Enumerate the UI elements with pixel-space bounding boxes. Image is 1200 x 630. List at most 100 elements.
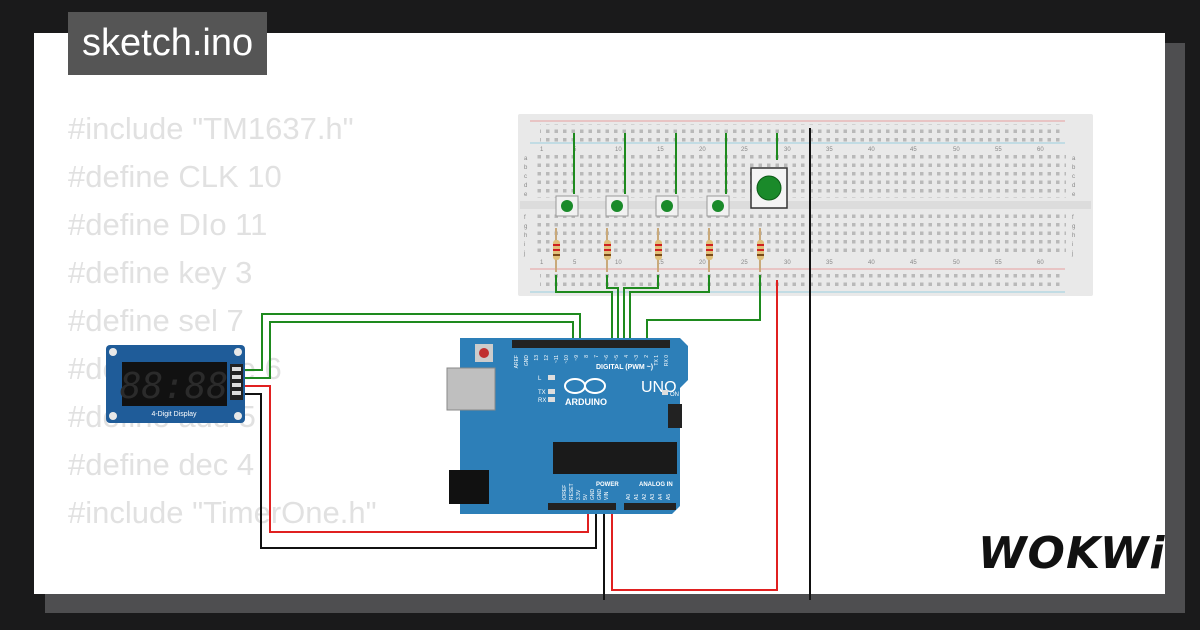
breadboard-column-number: 55 (995, 147, 1002, 153)
breadboard-row-letter: h (1072, 233, 1075, 239)
display-label: 4-Digit Display (151, 411, 197, 418)
arduino-analog-pin-label: A4 (658, 494, 664, 500)
breadboard-column-number: 45 (910, 147, 917, 153)
arduino-power-pin-label: GND (590, 489, 596, 501)
code-line: #define CLK 10 (68, 159, 282, 194)
breadboard-column-number: 55 (995, 260, 1002, 266)
breadboard-row-letter: d (1072, 183, 1075, 189)
arduino-pin-label: 2 (644, 355, 650, 358)
arduino-pin-label: GND (524, 355, 530, 367)
arduino-pin-label: 8 (584, 355, 590, 358)
wire-btn1 (555, 275, 613, 346)
arduino-pin-label: ~3 (634, 355, 640, 361)
breadboard-column-number: 40 (868, 260, 875, 266)
wokwi-logo: WOKWi (978, 528, 1166, 579)
breadboard-row-letter: i (524, 242, 525, 248)
push-button-4 (706, 195, 730, 217)
arduino-power-pin-label: VIN (604, 491, 610, 500)
push-button-1 (555, 195, 579, 217)
arduino-power-pin-label: GND (597, 489, 603, 501)
breadboard-row-letter: f (1072, 215, 1074, 221)
breadboard-row-letter: g (1072, 224, 1075, 230)
wire-5v-rail (611, 280, 778, 591)
arduino-pin-label: ~6 (604, 355, 610, 361)
breadboard-row-letter: g (524, 224, 527, 230)
code-line: #define dec 4 (68, 447, 255, 482)
breadboard-column-number: 25 (741, 260, 748, 266)
wire-btn4 (629, 275, 710, 346)
breadboard-column-number: 60 (1037, 147, 1044, 153)
code-line: #define DIo 11 (68, 207, 268, 242)
breadboard-column-number: 15 (657, 147, 664, 153)
power-label: POWER (596, 482, 619, 488)
display-digits: 88:88 (120, 366, 228, 407)
arduino-led-label: TX (538, 390, 546, 396)
code-line: #include "TM1637.h" (68, 111, 354, 146)
breadboard-row-letter: i (1072, 242, 1073, 248)
breadboard-column-number: 35 (826, 260, 833, 266)
breadboard-column-number: 20 (699, 147, 706, 153)
arduino-led (548, 375, 555, 380)
breadboard-column-number: 25 (741, 147, 748, 153)
resistors[interactable] (553, 228, 764, 272)
breadboard-row-letter: f (524, 215, 526, 221)
analog-label: ANALOG IN (639, 482, 673, 488)
arduino-pin-label: 13 (534, 355, 540, 361)
code-line: #define sel 7 (68, 303, 244, 338)
arduino-pin-label: AREF (514, 355, 520, 368)
arduino-analog-pin-label: A2 (642, 494, 648, 500)
arduino-analog-pin-label: A5 (666, 494, 672, 500)
sketch-title[interactable]: sketch.ino (68, 12, 268, 75)
arduino-brand: ARDUINO (565, 397, 607, 407)
seven-segment-display[interactable]: 88:88 4-Digit Display (106, 345, 245, 423)
breadboard-column-number: 35 (826, 147, 833, 153)
wires (243, 128, 811, 600)
code-line: #include "TimerOne.h" (68, 495, 377, 530)
arduino-analog-pin-label: A3 (650, 494, 656, 500)
breadboard-row-letter: j (523, 251, 525, 257)
breadboard-column-number: 1 (540, 147, 544, 153)
breadboard-row-letter: h (524, 233, 527, 239)
arduino-pin-label: ~10 (564, 355, 570, 364)
arduino-pin-label: 7 (594, 355, 600, 358)
arduino-logo-icon (564, 378, 606, 394)
breadboard-column-number: 40 (868, 147, 875, 153)
breadboard-column-number: 60 (1037, 260, 1044, 266)
breadboard-column-number: 10 (615, 260, 622, 266)
arduino-led (548, 389, 555, 394)
wire-btn2 (606, 275, 619, 346)
arduino-led-label: RX (538, 398, 546, 404)
breadboard-column-number: 5 (573, 260, 577, 266)
push-button-3 (655, 195, 679, 217)
push-buttons[interactable] (555, 167, 788, 217)
arduino-pin-label: ~9 (574, 355, 580, 361)
arduino-power-pin-label: RESET (569, 483, 575, 500)
arduino-power-pin-label: 3.3V (576, 489, 582, 500)
wire-btn5 (646, 275, 761, 346)
arduino-led (548, 397, 555, 402)
wire-dio (243, 321, 574, 379)
breadboard-column-number: 30 (784, 260, 791, 266)
arduino-power-pin-label: 5V (583, 493, 589, 500)
breadboard-row-letter: c (1072, 174, 1075, 180)
arduino-pin-label: 4 (624, 355, 630, 358)
breadboard-column-number: 50 (953, 147, 960, 153)
breadboard-column-number: 10 (615, 147, 622, 153)
arduino-pin-label: 12 (544, 355, 550, 361)
arduino-pin-label: ~11 (554, 355, 560, 363)
arduino-led-label: L (538, 376, 542, 382)
arduino-pin-label: ~5 (614, 355, 620, 361)
breadboard-row-letter: b (1072, 165, 1076, 171)
breadboard-column-number: 20 (699, 260, 706, 266)
breadboard-column-number: 15 (657, 260, 664, 266)
breadboard-column-number: 30 (784, 147, 791, 153)
code-line: #define key 3 (68, 255, 253, 290)
wire-btn3 (623, 275, 659, 346)
wire-clk (243, 313, 581, 371)
breadboard[interactable]: 1155101015152020252530303535404045455050… (518, 114, 1093, 296)
digital-label: DIGITAL (PWM ~) (596, 364, 653, 371)
breadboard-row-letter: a (1072, 156, 1076, 162)
arduino-pin-label: TX 1 (654, 355, 660, 366)
